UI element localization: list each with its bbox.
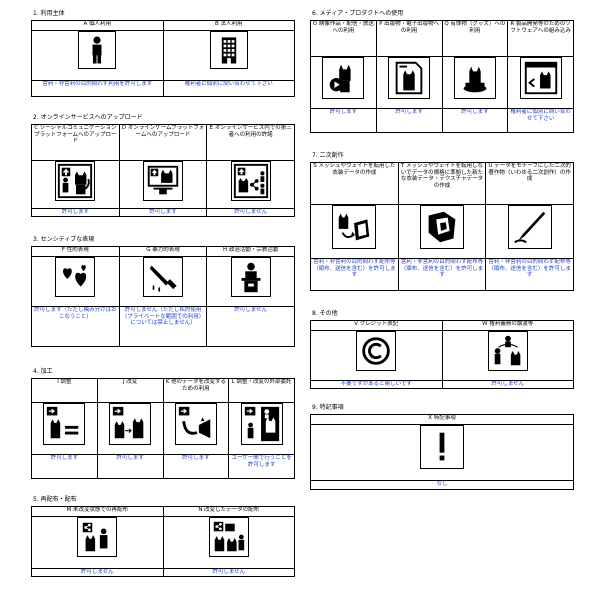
pen-icon: [507, 205, 552, 249]
hearts-icon: [55, 257, 96, 297]
section-title-7: 7. 二次創作: [312, 152, 344, 159]
permission-p: 許可します: [375, 108, 443, 133]
header-m: M 未改変状態での再配布: [31, 506, 164, 517]
header-o: O 映像作品・配信・放送への利用: [310, 20, 377, 57]
exclamation-icon: [420, 425, 464, 469]
section-table-9: X 特記事項 なし: [310, 414, 574, 490]
permission-q: 許可します: [441, 108, 509, 133]
permission-d: 許可します: [118, 208, 208, 217]
building-icon: [209, 31, 248, 69]
permission-n: 許可しません: [162, 568, 295, 577]
header-i: I 調整: [31, 378, 98, 403]
header-d: D オンラインゲームプラットフォームへのアップロード: [118, 124, 208, 161]
share-third-party-icon: [230, 161, 271, 201]
copyright-icon: [356, 331, 397, 371]
permission-t: 営利・非営利の目的問わず配布等（頒布、送信を含む）を許可します: [397, 258, 487, 291]
section-title-2: 2. オンラインサービスへのアップロード: [33, 114, 143, 121]
video-icon: [322, 57, 365, 99]
header-x: X 特記事項: [310, 414, 574, 425]
header-h: H 政治活動・宗教活動: [206, 246, 295, 257]
sns-upload-icon: [55, 161, 96, 201]
section-title-1: 1. 利用主体: [33, 10, 65, 17]
person-icon: [78, 31, 117, 69]
section-title-3: 3. センシティブな表現: [33, 236, 95, 243]
permission-v: 不要ですがあると嬉しいです: [310, 380, 443, 389]
permission-u: 営利・非営利の目的問わず配布等（頒布、送信を含む）を許可します: [485, 258, 574, 291]
permission-r: 権利者に個別に問い合わせて下さい: [507, 108, 574, 133]
header-r: R 製品開発等のためのソフトウェアへの組み込み: [507, 20, 574, 57]
game-upload-icon: [142, 161, 183, 201]
header-v: V クレジット表記: [310, 320, 443, 331]
goods-icon: [453, 57, 496, 99]
software-icon: [519, 57, 562, 99]
header-l: L 調整・改変の外部委託: [228, 378, 295, 403]
header-g: G 暴力的表現: [118, 246, 208, 257]
section-title-4: 4. 加工: [33, 368, 53, 375]
costume-mesh-icon: [332, 205, 377, 249]
section-table-6: O 映像作品・配信・放送への利用 P 出版物・電子出版物への利用 Q 有体物（グ…: [310, 20, 574, 133]
header-n: N 改変したデータの配布: [162, 506, 295, 517]
section-title-8: 8. その他: [312, 310, 338, 317]
permission-w: 許可しません: [441, 380, 574, 389]
permission-j: 許可します: [96, 454, 164, 479]
redistribute-icon: [77, 517, 118, 557]
section-table-8: V クレジット表記 W 権利義務の譲渡等 不要ですがあると嬉しいです 許可しませ…: [310, 320, 574, 389]
section-table-7: S メッシュやウェイトを転用した衣装データの作成 T メッシュやウェイトを転用し…: [310, 162, 574, 291]
header-p: P 出版物・電子出版物への利用: [375, 20, 443, 57]
header-f: F 性的表現: [31, 246, 120, 257]
outsource-icon: [240, 403, 283, 445]
header-s: S メッシュやウェイトを転用した衣装データの作成: [310, 162, 399, 205]
permission-e: 許可しません: [206, 208, 295, 217]
permission-o: 許可します: [310, 108, 377, 133]
modify-icon: [109, 403, 152, 445]
publication-icon: [388, 57, 431, 99]
costume-new-icon: [419, 205, 464, 249]
permission-f: 許可します（ただし模み分けはおこなうこと）: [31, 306, 120, 347]
permission-l: ユーザー間で行うことを許可します: [228, 454, 295, 479]
section-title-9: 9. 特記事項: [312, 404, 344, 411]
section-table-5: M 未改変状態での再配布 N 改変したデータの配布 許可しません 許可しません: [31, 506, 295, 577]
section-table-3: F 性的表現 G 暴力的表現 H 政治活動・宗教活動 許可します（ただし模み分け…: [31, 246, 295, 347]
permission-h: 許可しません: [206, 306, 295, 347]
permission-i: 許可します: [31, 454, 98, 479]
permission-a: 営利・非営利の目的問わず利用を許可します: [31, 80, 164, 97]
distribute-modified-icon: [208, 517, 249, 557]
use-for-modify-icon: [174, 403, 217, 445]
adjust-icon: [43, 403, 86, 445]
header-b: B 法人利用: [162, 20, 295, 31]
header-u: U データをモチーフにした二次的著作物（いわゆる二次創作）の作成: [485, 162, 574, 205]
permission-c: 許可します: [31, 208, 120, 217]
permission-b: 権利者に個別に問い合わせて下さい: [162, 80, 295, 97]
header-j: J 改変: [96, 378, 164, 403]
knife-icon: [142, 257, 183, 297]
header-t: T メッシュやウェイトを転用しないでデータの規格に準拠した新たな衣装データ・テク…: [397, 162, 487, 205]
section-title-6: 6. メディア・プロダクトへの使用: [312, 10, 404, 17]
header-c: C ソーシャルコミュニケーションプラットフォームへのアップロード: [31, 124, 120, 161]
podium-icon: [230, 257, 271, 297]
permission-m: 許可しません: [31, 568, 164, 577]
section-table-1: A 個人利用 B 法人利用 営利・非営利の目的問わず利用を許可します 権利者に個…: [31, 20, 295, 97]
section-table-4: I 調整 J 改変 K 他のデータを改変するための利用 L 調整・改変の外部委託…: [31, 378, 295, 479]
header-e: E オンラインサービス内での第三者への利用の許諾: [206, 124, 295, 161]
header-q: Q 有体物（グッズ）への利用: [441, 20, 509, 57]
header-k: K 他のデータを改変するための利用: [162, 378, 230, 403]
header-w: W 権利義務の譲渡等: [441, 320, 574, 331]
header-a: A 個人利用: [31, 20, 164, 31]
section-table-2: C ソーシャルコミュニケーションプラットフォームへのアップロード D オンライン…: [31, 124, 295, 217]
permission-g: 許可しません（ただし私的使用（プライベートな範囲での利用）については禁止しません…: [118, 306, 208, 347]
permission-k: 許可します: [162, 454, 230, 479]
section-title-5: 5. 再配布・配布: [33, 496, 77, 503]
permission-x: なし: [310, 480, 574, 490]
permission-s: 営利・非営利の目的問わず配布等（頒布、送信を含む）を許可します: [310, 258, 399, 291]
transfer-icon: [487, 331, 528, 371]
